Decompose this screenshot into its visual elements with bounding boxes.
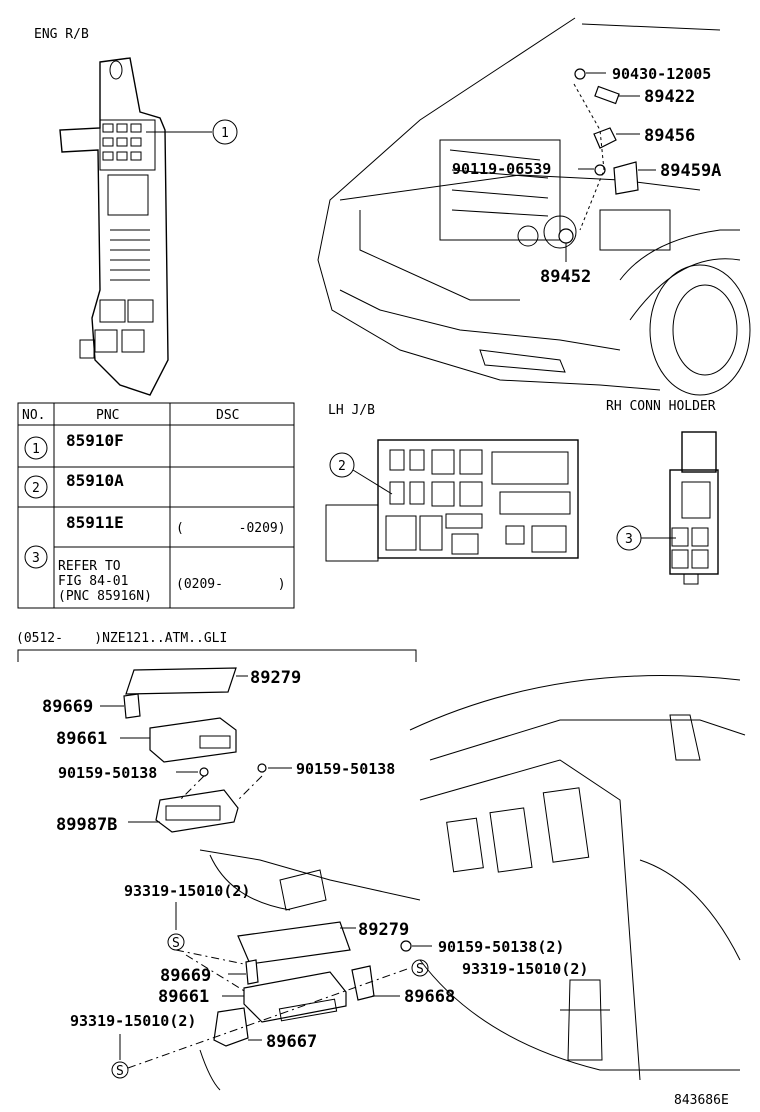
eng-relay-block-drawing — [59, 57, 169, 396]
part-89279-top: 89279 — [250, 668, 301, 688]
lh-junction-block-drawing — [325, 439, 579, 562]
pnc-table — [17, 402, 295, 609]
table-header-pnc: PNC — [96, 408, 119, 423]
callout-1-top-label: 1 — [221, 126, 229, 141]
part-89668: 89668 — [404, 987, 455, 1007]
callout-1-top — [212, 119, 238, 145]
table-header-dsc: DSC — [216, 408, 239, 423]
table-row-3-dsc: ( -0209) — [176, 521, 286, 536]
table-row-1-no-circle — [24, 436, 48, 460]
part-89667: 89667 — [266, 1032, 317, 1052]
part-89669-top: 89669 — [42, 697, 93, 717]
table-row-4-refer-line2: FIG 84-01 — [58, 574, 128, 589]
part-93319-15010-left: 93319-15010(2) — [70, 1012, 196, 1030]
part-89452: 89452 — [540, 267, 591, 287]
table-row-3-no-circle — [24, 545, 48, 569]
part-89669-bottom: 89669 — [160, 966, 211, 986]
part-93319-15010-top: 93319-15010(2) — [124, 882, 250, 900]
table-row-4-dsc: (0209- ) — [176, 577, 286, 592]
part-93319-15010-right: 93319-15010(2) — [462, 960, 588, 978]
s-mark-top-label: S — [172, 936, 180, 951]
variant-note: (0512- )NZE121..ATM..GLI — [16, 631, 227, 646]
s-mark-right — [411, 959, 429, 977]
engine-bay-drawing — [317, 17, 751, 396]
table-row-4-refer-line1: REFER TO — [58, 559, 121, 574]
table-row-1-no: 1 — [32, 442, 40, 457]
s-mark-left — [111, 1061, 129, 1079]
figure-code: 843686E — [674, 1093, 729, 1108]
part-90159-50138-right: 90159-50138 — [296, 760, 395, 778]
part-89987b: 89987B — [56, 815, 117, 835]
callout-2-lh-label: 2 — [338, 459, 346, 474]
part-89279-bottom: 89279 — [358, 920, 409, 940]
table-row-2-pnc: 85910A — [66, 471, 124, 490]
callout-3-rh-label: 3 — [625, 532, 633, 547]
table-row-2-no: 2 — [32, 481, 40, 496]
part-89661-top: 89661 — [56, 729, 107, 749]
table-row-2-no-circle — [24, 475, 48, 499]
part-90119-06539: 90119-06539 — [452, 160, 551, 178]
variant-bracket — [17, 649, 417, 662]
part-90430-12005: 90430-12005 — [612, 65, 711, 83]
part-89459a: 89459A — [660, 161, 721, 181]
table-row-3-pnc: 85911E — [66, 513, 124, 532]
rh-conn-holder-heading: RH CONN HOLDER — [606, 399, 716, 414]
rh-conn-holder-drawing — [669, 431, 719, 585]
table-header-no: NO. — [22, 408, 45, 423]
callout-2-lh — [329, 452, 355, 478]
table-row-4-refer-line3: (PNC 85916N) — [58, 589, 152, 604]
part-90159-50138-left: 90159-50138 — [58, 764, 157, 782]
lh-jb-heading: LH J/B — [328, 403, 375, 418]
dashboard-drawing — [199, 675, 746, 1091]
part-89661-bottom: 89661 — [158, 987, 209, 1007]
eng-rb-heading: ENG R/B — [34, 27, 89, 42]
table-row-1-pnc: 85910F — [66, 431, 124, 450]
part-89422: 89422 — [644, 87, 695, 107]
s-mark-right-label: S — [416, 962, 424, 977]
part-90159-50138-bottom: 90159-50138(2) — [438, 938, 564, 956]
s-mark-left-label: S — [116, 1064, 124, 1079]
table-row-3-no: 3 — [32, 551, 40, 566]
part-89456: 89456 — [644, 126, 695, 146]
